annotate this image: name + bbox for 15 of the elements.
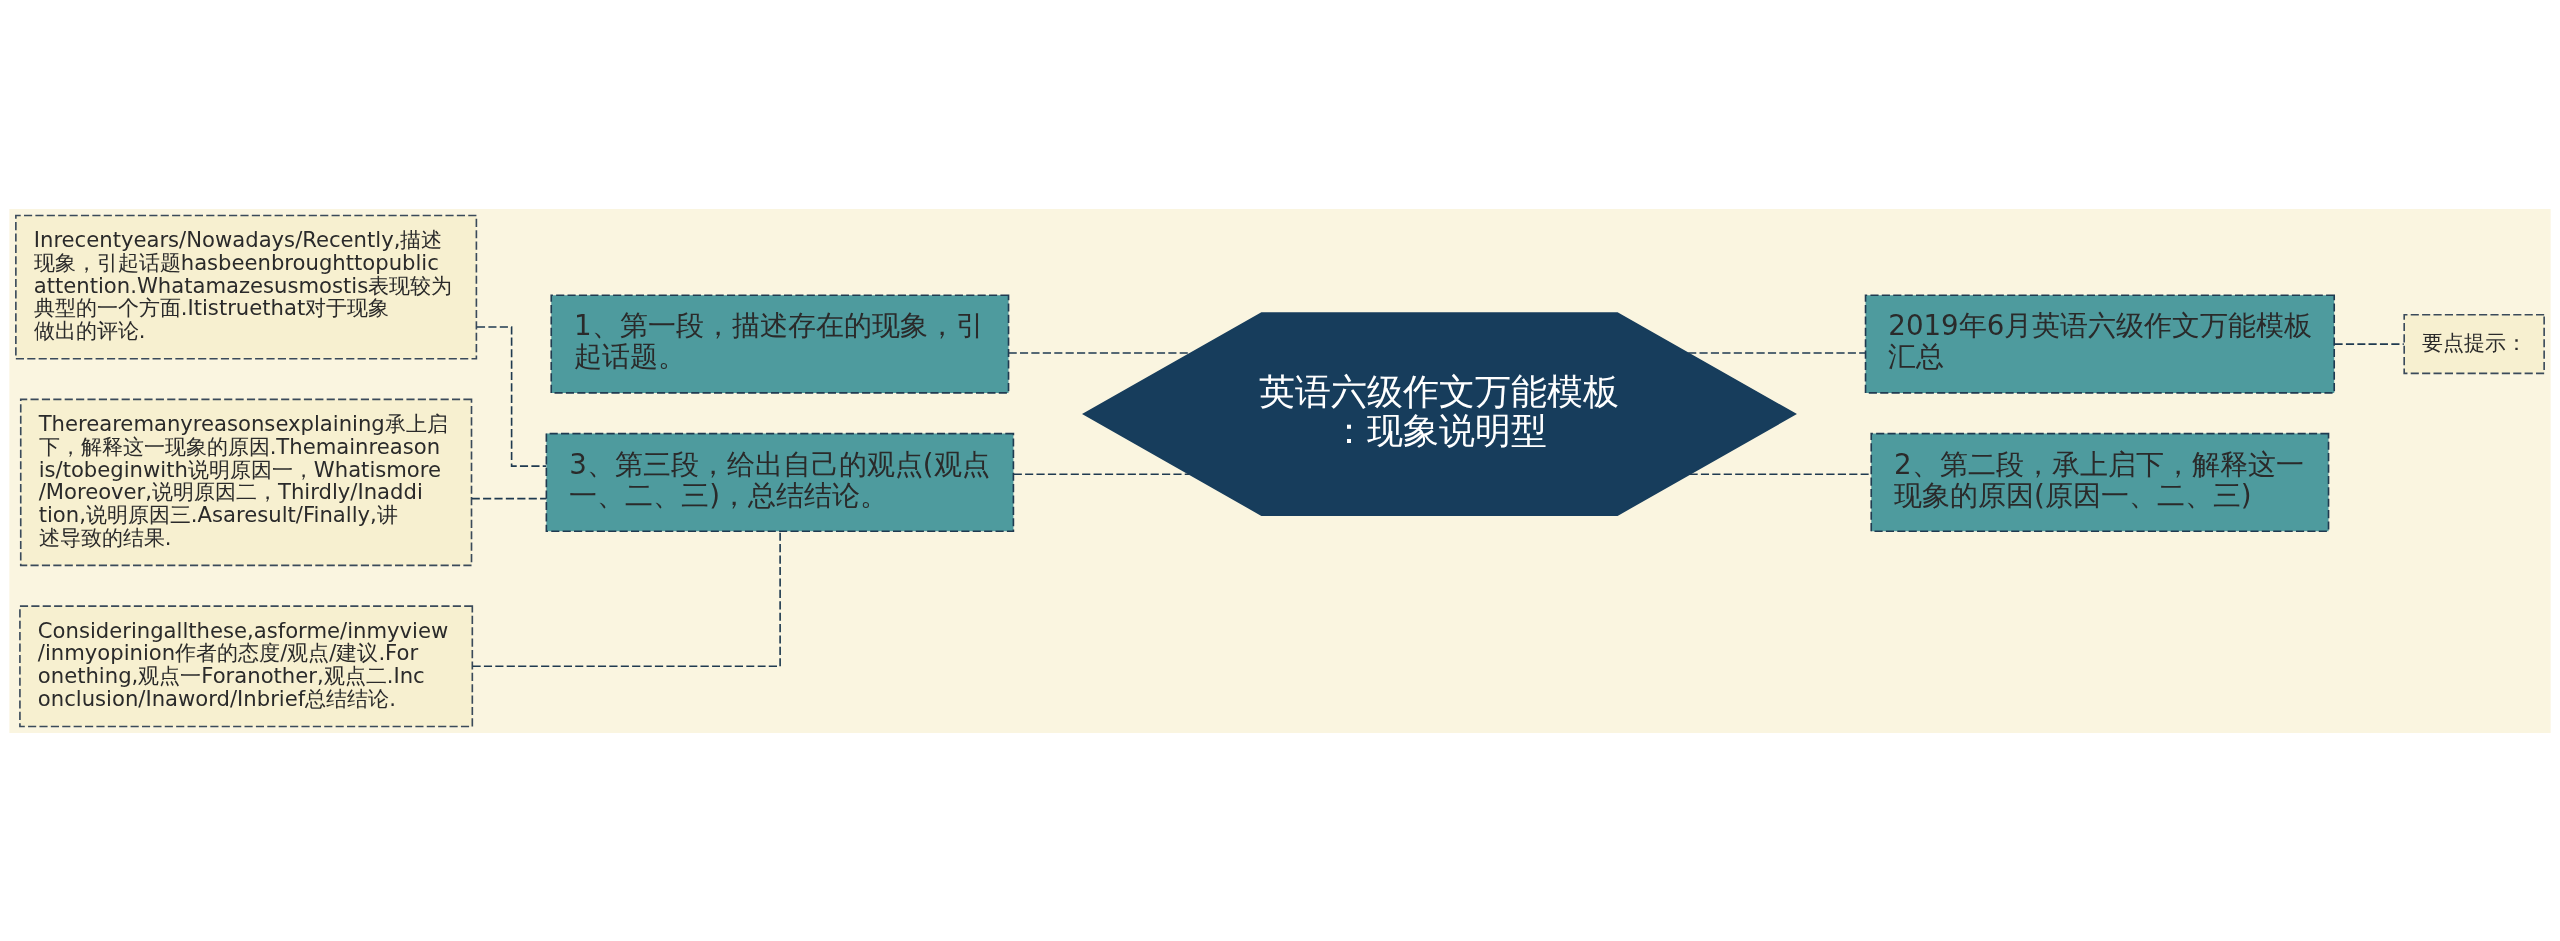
connector xyxy=(1013,473,1191,475)
node-box: 2、第二段，承上启下，解释这一现象的原因(原因一、二、三) xyxy=(1870,432,2330,532)
node-box: 3、第三段，给出自己的观点(观点一、二、三)，总结结论。 xyxy=(545,432,1015,532)
node-box: Inrecentyears/Nowadays/Recently,描述现象，引起话题hasbeenbroughttopublicattention.Whatamazesusmostis表现较为典型的一个方面.Itistruethat对于现象做出的评论. xyxy=(15,214,478,360)
node-box: Consideringallthese,asforme/inmyview/inmyopinion作者的态度/观点/建议.Foronething,观点一Foranother,观点二.Inconclusion/Inaword/Inbrief总结结论. xyxy=(19,604,474,727)
node-box: 1、第一段，描述存在的现象，引起话题。 xyxy=(550,293,1010,394)
connector xyxy=(2333,342,2405,345)
connector xyxy=(471,530,781,667)
node-box: 2019年6月英语六级作文万能模板汇总 xyxy=(1864,293,2336,394)
node-box: 要点提示： xyxy=(2403,313,2545,374)
connector xyxy=(476,325,547,467)
connector xyxy=(470,497,547,499)
node-box: Therearemanyreasonsexplaining承上启下，解释这一现象的原因.Themainreasonis/tobeginwith说明原因一，Whatismore/Moreover,说明原因二，Thirdly/Inaddition,说明原因三.Asaresult/Finally,讲述导致的结果. xyxy=(19,398,473,566)
connector xyxy=(1688,473,1872,475)
connector xyxy=(1687,351,1866,354)
